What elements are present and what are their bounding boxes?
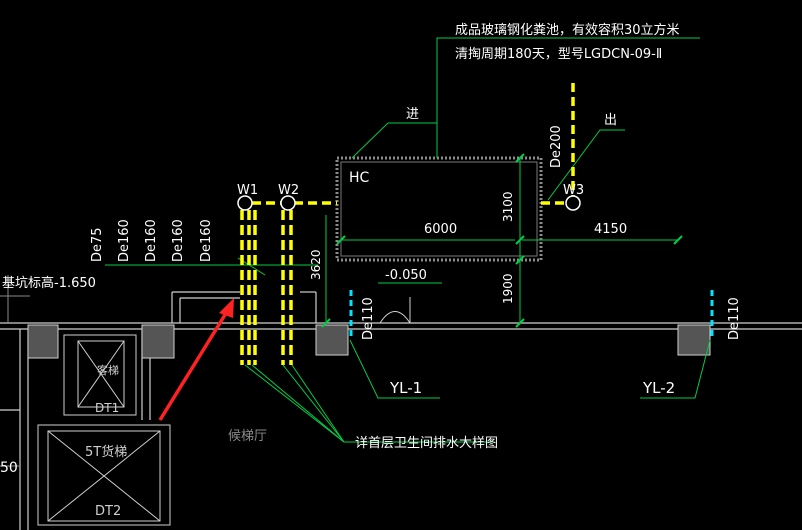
label-freight-elevator: 5T货梯: [85, 444, 127, 460]
label-elevator: 客梯: [97, 363, 119, 377]
dim-4150: 4150: [594, 222, 627, 237]
label-dt1: DT1: [95, 401, 119, 415]
label-hc: HC: [349, 170, 370, 186]
note-line2: 清掏周期180天，型号LGDCN-09-Ⅱ: [455, 46, 662, 62]
door-swing: [379, 297, 411, 324]
dim-6000: 6000: [424, 222, 457, 237]
ground-lines: [0, 275, 30, 467]
dim-3620: 3620: [309, 249, 323, 280]
manhole-w1: [237, 195, 253, 211]
label-inlet: 进: [406, 107, 419, 122]
label-yl1: YL-1: [389, 379, 422, 397]
label-lobby: 候梯厅: [228, 429, 267, 444]
drainage-pipes: [240, 83, 575, 365]
label-detail-ref: 详首层卫生间排水大样图: [355, 436, 498, 451]
septic-tank: [335, 156, 543, 262]
structural-columns: [27, 324, 711, 359]
red-arrow: [158, 298, 234, 421]
label-pit-elevation: 基坑标高-1.650: [2, 275, 96, 291]
label-yl2: YL-2: [642, 379, 675, 397]
note-line1: 成品玻璃钢化粪池，有效容积30立方米: [455, 22, 680, 38]
label-dt2: DT2: [95, 504, 121, 519]
dimension-ticks: [321, 153, 683, 328]
text-labels: 成品玻璃钢化粪池，有效容积30立方米 清掏周期180天，型号LGDCN-09-Ⅱ…: [0, 22, 742, 519]
label-w2: W2: [278, 183, 299, 198]
label-edge-num: 50: [0, 460, 18, 476]
elevator-dt2: [37, 424, 171, 526]
label-de160-4: De160: [199, 219, 214, 262]
dim-1900: 1900: [501, 273, 515, 304]
label-de160-2: De160: [144, 219, 159, 262]
label-w1: W1: [237, 183, 258, 198]
label-de75: De75: [90, 227, 105, 262]
elevator-dt1: [63, 334, 137, 416]
rain-risers: [349, 290, 714, 340]
label-de110-2: De110: [727, 297, 742, 340]
label-outlet: 出: [604, 113, 617, 128]
manhole-w2: [280, 195, 296, 211]
label-de110-1: De110: [361, 297, 376, 340]
label-de160-3: De160: [171, 219, 186, 262]
manhole-w3: [565, 195, 581, 211]
manholes: [237, 195, 581, 211]
label-elev-minus: -0.050: [385, 268, 427, 283]
label-w3: W3: [563, 183, 584, 198]
label-de160-1: De160: [117, 219, 132, 262]
dim-3100: 3100: [501, 191, 515, 222]
label-de200: De200: [549, 125, 564, 168]
